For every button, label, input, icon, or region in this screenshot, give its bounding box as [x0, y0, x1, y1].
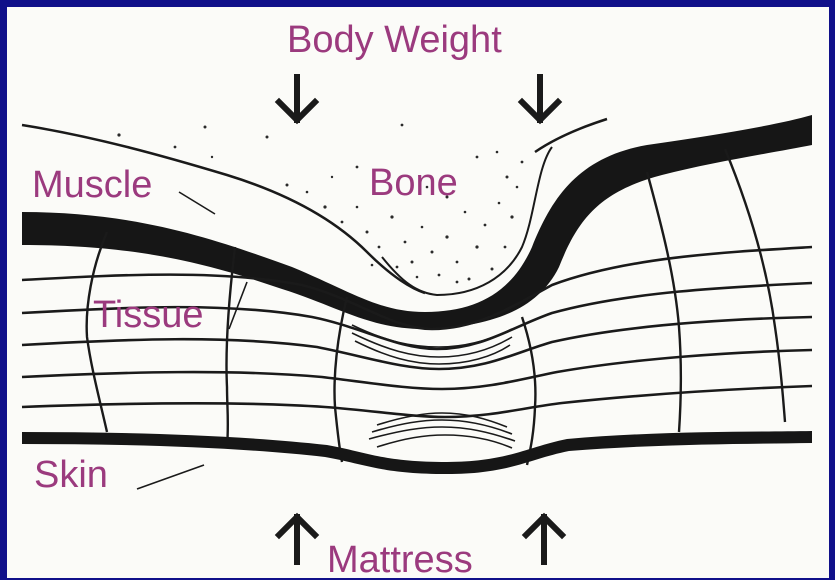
paper-background	[7, 7, 829, 578]
body-weight-label: Body Weight	[287, 19, 502, 61]
skin-label: Skin	[34, 454, 108, 496]
mattress-label: Mattress	[327, 539, 473, 578]
tissue-label: Tissue	[93, 294, 204, 336]
pressure-diagram: Body Weight Muscle Bone Tissue Skin Matt…	[7, 7, 829, 578]
muscle-label: Muscle	[32, 164, 152, 206]
bone-label: Bone	[369, 162, 458, 204]
